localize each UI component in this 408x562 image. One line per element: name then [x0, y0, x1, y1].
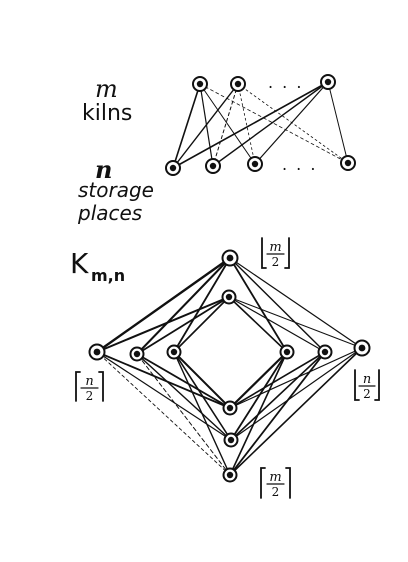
- edge: [136, 353, 231, 409]
- edge: [229, 257, 326, 353]
- edge: [254, 81, 329, 165]
- storage-vertex: [247, 156, 263, 172]
- edge: [173, 351, 232, 441]
- vertex: [129, 346, 145, 362]
- edge: [136, 257, 231, 355]
- edge: [173, 351, 231, 476]
- edge: [96, 296, 230, 353]
- edge: [172, 83, 201, 169]
- edge: [173, 257, 231, 353]
- right-label-denominator: 2: [363, 387, 371, 401]
- edge: [230, 347, 363, 441]
- edge: [230, 351, 326, 441]
- edge: [229, 351, 288, 476]
- m-side-vertices: [221, 249, 239, 483]
- left-label-numerator: n: [85, 374, 93, 389]
- m-symbol: m: [95, 75, 118, 103]
- vertex: [222, 400, 238, 416]
- kiln-vertex: [320, 74, 336, 90]
- graph-label: K: [70, 247, 89, 280]
- edge: [136, 353, 231, 476]
- edge: [230, 351, 288, 441]
- kiln-vertex: [230, 76, 246, 92]
- edge: [173, 351, 231, 409]
- kilns-label: kilns: [82, 101, 132, 126]
- storage-vertex: [205, 158, 221, 174]
- vertex: [279, 344, 295, 360]
- edge: [327, 81, 349, 164]
- storage-ellipsis: . . .: [282, 155, 317, 174]
- top-floor-label: m 2: [261, 237, 290, 269]
- storage-label: storage: [78, 178, 154, 202]
- n-side-vertices: [88, 339, 371, 362]
- n-symbol: n: [95, 155, 112, 184]
- edge: [229, 257, 288, 353]
- vertex: [221, 289, 237, 305]
- edge: [199, 83, 349, 164]
- edge: [228, 296, 326, 353]
- vertex-top: [221, 249, 239, 267]
- bottom-label-denominator: 2: [272, 485, 280, 499]
- edge: [229, 347, 363, 409]
- right-floor-label: n 2: [354, 369, 380, 401]
- edge: [96, 351, 231, 476]
- edge: [96, 351, 231, 409]
- bottom-ceil-label: m 2: [260, 467, 291, 499]
- edge: [228, 296, 288, 353]
- storage-vertices: [165, 155, 356, 176]
- edge: [95, 256, 232, 354]
- vertex: [317, 344, 333, 360]
- top-label-denominator: 2: [272, 255, 280, 269]
- edge: [212, 83, 239, 167]
- left-label-denominator: 2: [86, 389, 94, 403]
- kiln-ellipsis: . . .: [268, 73, 303, 92]
- edge: [136, 296, 230, 355]
- kilns-storage-diagram: m kilns n storage places: [77, 73, 356, 225]
- edge: [228, 350, 289, 410]
- complete-bipartite-drawing: K m,n: [70, 237, 380, 499]
- edge: [172, 81, 329, 169]
- edge: [136, 353, 232, 441]
- edge: [229, 351, 326, 476]
- vertex: [166, 344, 182, 360]
- edge: [96, 351, 232, 441]
- vertex-left: [88, 343, 106, 361]
- storage-vertex: [340, 155, 356, 171]
- edge: [172, 83, 239, 169]
- edge: [228, 296, 363, 349]
- edge: [237, 83, 256, 165]
- top-label-numerator: m: [269, 240, 281, 255]
- kiln-vertex: [192, 76, 208, 92]
- left-ceil-label: n 2: [75, 371, 104, 403]
- graph-label-subscript: m,n: [91, 266, 125, 285]
- bottom-label-numerator: m: [269, 470, 281, 485]
- vertex-right: [353, 339, 371, 357]
- vertex: [223, 432, 239, 448]
- edge: [229, 351, 326, 409]
- kiln-storage-edges: [172, 81, 349, 169]
- right-label-numerator: n: [363, 372, 371, 387]
- storage-vertex: [165, 160, 181, 176]
- edge: [199, 83, 256, 165]
- edge: [173, 296, 230, 353]
- edge: [212, 81, 329, 167]
- edge: [229, 347, 363, 476]
- kiln-vertices: [192, 74, 336, 92]
- bipartite-edges: [95, 256, 363, 476]
- vertex-bottom: [222, 467, 238, 483]
- edge: [229, 257, 363, 349]
- places-label: places: [77, 201, 142, 225]
